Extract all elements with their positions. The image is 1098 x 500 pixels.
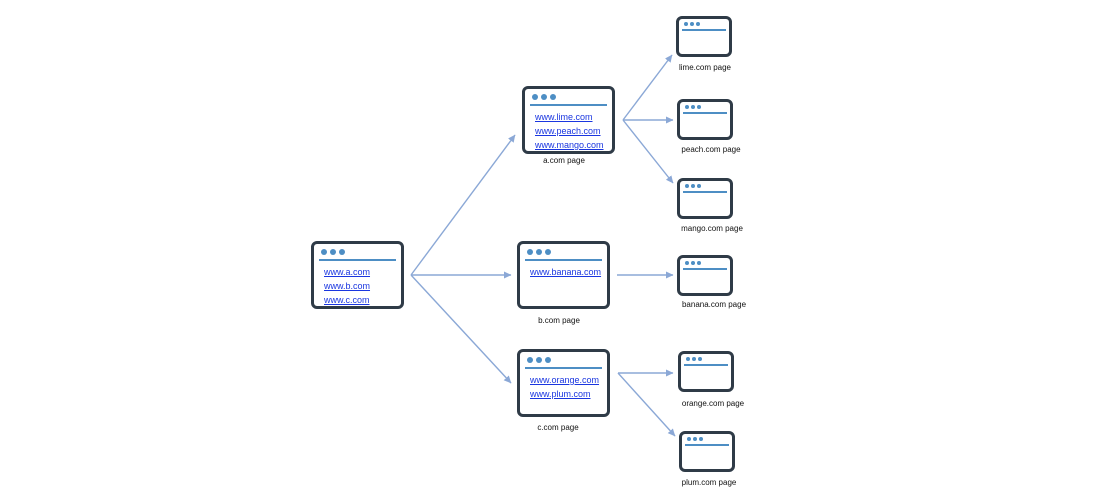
lime-com-page-caption: lime.com page [678,63,732,72]
arrow-a-to-lime [622,54,673,121]
peach-com-page-caption: peach.com page [681,145,741,154]
root-page-window: www.a.com www.b.com www.c.com [311,241,404,309]
a-com-page-window: www.lime.com www.peach.com www.mango.com [522,86,615,154]
window-title-bar [683,112,727,114]
banana-com-page-caption: banana.com page [681,300,747,309]
peach-com-page-window [677,99,733,140]
link-peach-com[interactable]: www.peach.com [535,126,601,136]
b-com-page-window: www.banana.com [517,241,610,309]
link-mango-com[interactable]: www.mango.com [535,140,604,150]
window-title-bar [525,367,602,369]
link-list: www.banana.com [530,265,601,279]
link-b-com[interactable]: www.b.com [324,281,371,291]
link-banana-com[interactable]: www.banana.com [530,267,602,277]
window-dots-icon [321,249,348,255]
lime-com-page-window [676,16,732,57]
mango-com-page-caption: mango.com page [681,224,743,233]
window-dots-icon [527,357,554,363]
window-title-bar [685,444,729,446]
banana-com-page-window [677,255,733,296]
arrow-root-to-a [410,134,516,276]
plum-com-page-window [679,431,735,472]
window-dots-icon [685,261,703,265]
a-com-page-caption: a.com page [543,156,585,165]
orange-com-page-window [678,351,734,392]
window-title-bar [684,364,728,366]
arrow-c-to-plum [617,372,676,437]
window-dots-icon [684,22,702,26]
window-title-bar [319,259,396,261]
orange-com-page-caption: orange.com page [681,399,745,408]
window-dots-icon [685,184,703,188]
c-com-page-window: www.orange.com www.plum.com [517,349,610,417]
link-list: www.orange.com www.plum.com [530,373,599,401]
window-dots-icon [686,357,704,361]
window-title-bar [682,29,726,31]
mango-com-page-window [677,178,733,219]
link-plum-com[interactable]: www.plum.com [530,389,591,399]
link-orange-com[interactable]: www.orange.com [530,375,600,385]
link-a-com[interactable]: www.a.com [324,267,371,277]
c-com-page-caption: c.com page [537,423,579,432]
arrow-root-to-c [410,274,512,384]
link-lime-com[interactable]: www.lime.com [535,112,593,122]
window-dots-icon [685,105,703,109]
link-list: www.lime.com www.peach.com www.mango.com [535,110,604,152]
window-dots-icon [527,249,554,255]
b-com-page-caption: b.com page [538,316,580,325]
window-title-bar [530,104,607,106]
link-c-com[interactable]: www.c.com [324,295,370,305]
window-dots-icon [687,437,705,441]
window-title-bar [525,259,602,261]
link-list: www.a.com www.b.com www.c.com [324,265,370,307]
window-title-bar [683,191,727,193]
plum-com-page-caption: plum.com page [681,478,737,487]
window-dots-icon [532,94,559,100]
arrow-a-to-mango [622,119,674,184]
window-title-bar [683,268,727,270]
